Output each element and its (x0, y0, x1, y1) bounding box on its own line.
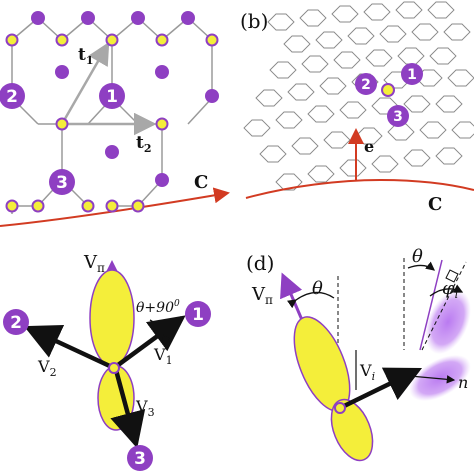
t2-label: t2 (136, 133, 152, 155)
svg-text:3: 3 (134, 449, 146, 469)
site-yellow (5, 33, 19, 47)
dashed-axis-right (421, 261, 467, 351)
svg-text:3: 3 (56, 173, 68, 193)
svg-text:3: 3 (393, 109, 403, 125)
site-yellow (5, 199, 19, 213)
orbital-axis-right (419, 259, 443, 351)
site-yellow-c (108, 362, 120, 374)
site-yellow (105, 33, 119, 47)
v1-label: V1 (153, 345, 173, 367)
vector-t1-arrow (60, 41, 110, 125)
site-yellow-center (381, 83, 395, 97)
panel-b: (b) e C 1 2 3 (240, 1, 474, 215)
site-purple (31, 11, 45, 25)
site-yellow-d (334, 402, 346, 414)
panel-c: Vπ θ+900 V1 V2 V3 1 2 3 (3, 252, 211, 471)
angle-arc-c (149, 319, 171, 346)
site-yellow (155, 117, 169, 131)
site-purple (205, 89, 219, 103)
site-yellow (55, 117, 69, 131)
panel-d-label: (d) (246, 251, 274, 275)
right-angle-box (445, 269, 459, 283)
p-orbital-lower-lobe-d (330, 398, 374, 462)
n-vector-arrow (409, 375, 456, 384)
site-purple (155, 65, 169, 79)
vi-arrow (339, 367, 423, 411)
theta-arc-right (407, 261, 436, 271)
site-purple (81, 11, 95, 25)
v2-label: V2 (37, 357, 57, 379)
angle-label-c: θ+900 (136, 299, 180, 316)
theta-left-label: θ (312, 278, 323, 299)
honeycomb-lattice (11, 17, 213, 214)
svg-text:2: 2 (10, 313, 22, 333)
panel-d: (d) θ Vi n θ φi Vπ (246, 246, 471, 462)
svg-text:1: 1 (407, 67, 417, 83)
p-orbital-upper-lobe (89, 269, 135, 367)
vpi-label-d: Vπ (251, 284, 273, 307)
phi-label: φi (442, 278, 458, 301)
neighbor-orbital-lower (409, 354, 471, 402)
curve-c-b (245, 178, 474, 199)
panel-a: 1 2 3 t1 t2 C (0, 11, 230, 227)
curve-c-label-a: C (194, 172, 208, 193)
panel-b-label: (b) (240, 9, 268, 33)
site-badge-2: 2 (0, 83, 25, 109)
vpi-label-c: Vπ (83, 252, 105, 275)
curve-c-a (0, 187, 230, 227)
site-yellow (55, 33, 69, 47)
site-badge-b-3: 3 (387, 105, 409, 127)
site-badge-c-1: 1 (185, 301, 211, 327)
site-purple (55, 65, 69, 79)
svg-text:2: 2 (361, 77, 371, 93)
theta-arc-left (287, 291, 335, 309)
lattice-sites (5, 11, 219, 213)
v1-arrow (112, 315, 186, 370)
site-badge-1: 1 (99, 83, 125, 109)
v2-arrow (23, 324, 115, 371)
v3-arrow (110, 369, 146, 449)
site-purple (181, 11, 195, 25)
site-purple (155, 173, 169, 187)
neighbor-orbital-upper (425, 289, 471, 355)
vi-label: Vi (359, 361, 375, 383)
curve-c-label-b: C (428, 194, 442, 215)
site-yellow (155, 33, 169, 47)
t1-label: t1 (78, 45, 94, 67)
site-yellow (205, 33, 219, 47)
e-label: e (364, 137, 374, 156)
svg-text:2: 2 (6, 87, 18, 107)
site-badge-3: 3 (49, 169, 75, 195)
site-yellow (105, 199, 119, 213)
site-yellow (31, 199, 45, 213)
svg-text:1: 1 (106, 87, 118, 107)
site-purple (131, 11, 145, 25)
svg-text:1: 1 (192, 305, 204, 325)
site-badge-b-1: 1 (401, 63, 423, 85)
site-badge-c-2: 2 (3, 309, 29, 335)
theta-right-label: θ (412, 246, 423, 267)
phi-arc (429, 284, 464, 297)
site-badge-c-3: 3 (127, 445, 153, 471)
site-yellow (81, 199, 95, 213)
site-yellow (131, 199, 145, 213)
graphene-sheet (243, 1, 474, 191)
n-label: n (458, 373, 468, 392)
site-purple (105, 145, 119, 159)
site-badge-b-2: 2 (355, 73, 377, 95)
v3-label: V3 (135, 397, 155, 419)
